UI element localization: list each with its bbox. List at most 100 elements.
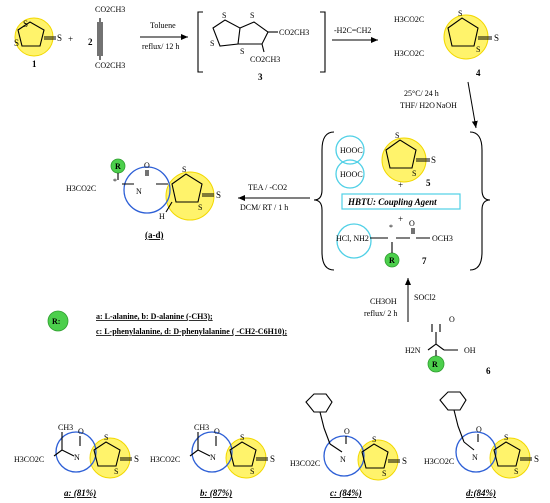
svg-text:+: + (398, 180, 403, 190)
svg-text:S: S (104, 433, 108, 442)
compound-1: S S S 1 (14, 17, 62, 69)
svg-text:N: N (210, 453, 216, 462)
svg-text:S: S (534, 454, 539, 464)
svg-text:CH3: CH3 (58, 423, 73, 432)
svg-text:O: O (214, 427, 220, 436)
svg-text:S: S (395, 131, 399, 140)
plus-sign: + (68, 34, 73, 44)
svg-text:CO2CH3: CO2CH3 (95, 61, 125, 70)
product-b: CH3 H3CO2C N O S S S b: (87%) (150, 423, 275, 498)
compound-number: 7 (422, 256, 427, 266)
svg-text:S: S (114, 467, 118, 476)
compound-4: S S S H3CO2C H3CO2C 4 (394, 9, 499, 78)
product-c-label: c: (84%) (330, 488, 362, 498)
svg-text:OH: OH (464, 346, 476, 355)
svg-text:OCH3: OCH3 (432, 234, 453, 243)
svg-text:H3CO2C: H3CO2C (14, 455, 44, 464)
svg-text:CH3: CH3 (194, 423, 209, 432)
svg-text:SOCl2: SOCl2 (414, 293, 436, 302)
svg-text:N: N (340, 455, 346, 464)
svg-text:S: S (270, 454, 275, 464)
compound-number: 6 (486, 366, 491, 376)
compound-number: 2 (88, 37, 93, 47)
svg-text:S: S (431, 155, 436, 165)
svg-text:S: S (372, 435, 376, 444)
svg-text:DCM/ RT / 1 h: DCM/ RT / 1 h (240, 203, 288, 212)
svg-text:R: R (432, 360, 438, 369)
svg-text:O: O (449, 315, 455, 324)
svg-text:25°C/ 24 h: 25°C/ 24 h (404, 89, 439, 98)
svg-text:H3CO2C: H3CO2C (424, 457, 454, 466)
svg-text:NaOH: NaOH (436, 101, 457, 110)
svg-text:S: S (222, 11, 226, 20)
product-b-label: b: (87%) (200, 488, 232, 498)
compound-number: 5 (426, 178, 431, 188)
svg-text:S: S (402, 456, 407, 466)
svg-text:S: S (57, 33, 62, 43)
product-d-label: d:(84%) (466, 488, 496, 498)
svg-text:H3CO2C: H3CO2C (150, 455, 180, 464)
svg-text:S: S (182, 165, 186, 174)
svg-text:S: S (198, 203, 202, 212)
reagent-group: S S S HOOC HOOC + 5 HBTU: Coupling Agent… (313, 131, 491, 271)
svg-text:reflux/ 12 h: reflux/ 12 h (142, 42, 179, 51)
svg-text:R: R (389, 256, 395, 265)
svg-text:S: S (14, 38, 19, 48)
svg-text:O: O (78, 427, 84, 436)
svg-text:reflux/ 2 h: reflux/ 2 h (364, 309, 397, 318)
svg-text:S: S (240, 47, 244, 56)
svg-text:Toluene: Toluene (150, 21, 176, 30)
compound-2: CO2CH3 CO2CH3 2 (88, 5, 125, 70)
coupling-agent-label: HBTU: Coupling Agent (347, 197, 437, 207)
svg-text:S: S (23, 19, 28, 29)
compound-number: 1 (32, 59, 37, 69)
compound-6: H2N O OH R 6 (405, 315, 491, 376)
svg-text:S: S (382, 469, 386, 478)
svg-text:HCl, NH2: HCl, NH2 (336, 234, 369, 243)
legend-line2: c: L-phenylalanine, d: D-phenylalanine (… (96, 327, 287, 336)
svg-text:HOOC: HOOC (340, 146, 363, 155)
svg-text:S: S (494, 33, 499, 43)
product-label: (a-d) (145, 230, 164, 240)
svg-text:H3CO2C: H3CO2C (290, 459, 320, 468)
svg-text:HOOC: HOOC (340, 170, 363, 179)
svg-text:S: S (250, 11, 254, 20)
svg-text:N: N (472, 453, 478, 462)
svg-text:H3CO2C: H3CO2C (394, 15, 424, 24)
svg-text:CO2CH3: CO2CH3 (250, 55, 280, 64)
svg-text:*: * (389, 223, 393, 232)
legend-line1: a: L-alanine, b: D-alanine (-CH3); (96, 312, 213, 321)
r-badge: R: (52, 317, 60, 326)
svg-text:S: S (240, 433, 244, 442)
svg-text:*: * (113, 177, 117, 186)
svg-text:H2N: H2N (405, 346, 421, 355)
svg-text:S: S (476, 45, 480, 54)
svg-text:THF/ H2O: THF/ H2O (400, 101, 435, 110)
legend: R: a: L-alanine, b: D-alanine (-CH3); c:… (47, 310, 287, 336)
svg-text:O: O (144, 161, 150, 170)
product-d: H3CO2C N O S S S d:(84%) (424, 391, 539, 498)
svg-text:CO2CH3: CO2CH3 (279, 28, 309, 37)
product-a-label: a: (81%) (64, 488, 96, 498)
svg-text:H3CO2C: H3CO2C (394, 49, 424, 58)
svg-text:N: N (74, 453, 80, 462)
svg-text:H3CO2C: H3CO2C (66, 184, 96, 193)
svg-text:S: S (134, 454, 139, 464)
svg-text:CH3OH: CH3OH (370, 297, 397, 306)
compound-number: 4 (476, 68, 481, 78)
svg-text:O: O (409, 219, 415, 228)
svg-text:N: N (136, 187, 142, 196)
compound-3: S S S S CO2CH3 CO2CH3 3 (197, 11, 326, 82)
compound-number: 3 (258, 72, 263, 82)
svg-text:S: S (504, 433, 508, 442)
svg-text:O: O (476, 425, 482, 434)
svg-text:-H2C=CH2: -H2C=CH2 (334, 26, 371, 35)
svg-text:CO2CH3: CO2CH3 (95, 5, 125, 14)
svg-text:S: S (514, 467, 518, 476)
svg-text:S: S (250, 467, 254, 476)
svg-text:S: S (458, 9, 462, 18)
svg-text:H: H (159, 212, 165, 221)
svg-text:+: + (398, 214, 403, 224)
product-a: CH3 H3CO2C N O S S S a: (81%) (14, 423, 139, 498)
